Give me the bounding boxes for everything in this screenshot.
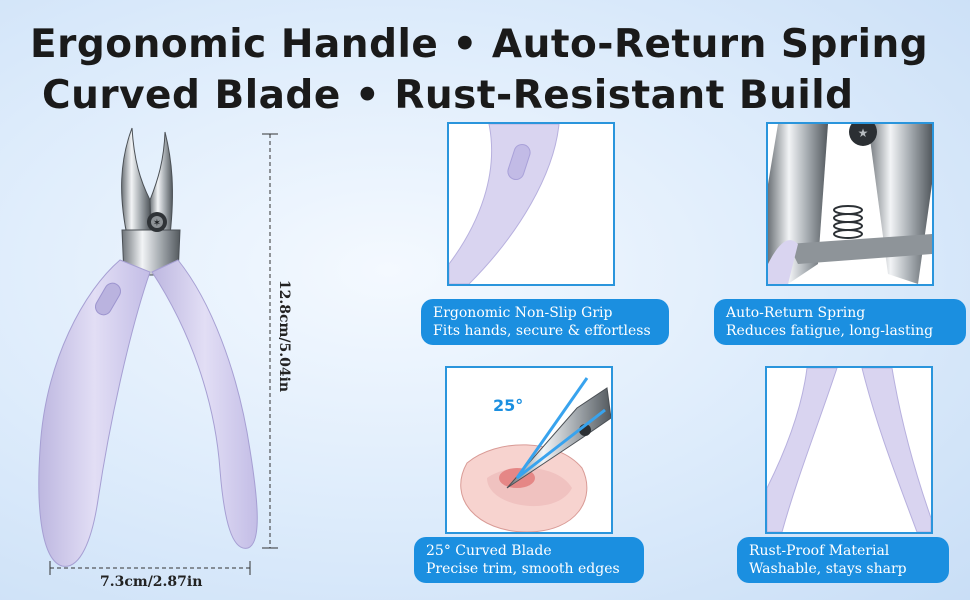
- feature-subtitle-spring: Reduces fatigue, long-lasting: [726, 323, 934, 339]
- feature-subtitle-grip: Fits hands, secure & effortless: [433, 323, 651, 339]
- feature-title-spring: Auto-Return Spring: [726, 305, 866, 321]
- clipper-blades: [121, 127, 181, 276]
- feature-title-blade: 25° Curved Blade: [426, 543, 552, 559]
- blade-detail-panel: 25°: [445, 366, 613, 534]
- grip-pad: [95, 282, 121, 316]
- headline-line-2: Curved Blade • Rust-Resistant Build: [42, 73, 854, 118]
- feature-caption-material: Rust-Proof Material Washable, stays shar…: [737, 537, 949, 583]
- pivot-screw-icon: ✶: [147, 212, 167, 232]
- spring-closeup-image: ★: [768, 124, 932, 284]
- width-dimension-label: 7.3cm/2.87in: [100, 574, 203, 590]
- svg-text:✶: ✶: [153, 218, 161, 229]
- feature-subtitle-blade: Precise trim, smooth edges: [426, 561, 620, 577]
- spring-detail-panel: ★: [766, 122, 934, 286]
- handle-closeup-image: [767, 368, 931, 532]
- height-dimension-label: 12.8cm/5.04in: [276, 279, 292, 393]
- feature-title-grip: Ergonomic Non-Slip Grip: [433, 305, 613, 321]
- width-dimension-line: [49, 561, 251, 575]
- material-detail-panel: [765, 366, 933, 534]
- feature-caption-grip: Ergonomic Non-Slip Grip Fits hands, secu…: [421, 299, 669, 345]
- feature-subtitle-material: Washable, stays sharp: [749, 561, 907, 577]
- grip-closeup-image: [449, 124, 560, 284]
- blade-closeup-image: [447, 368, 611, 532]
- feature-caption-blade: 25° Curved Blade Precise trim, smooth ed…: [414, 537, 644, 583]
- headline-line-1: Ergonomic Handle • Auto-Return Spring: [30, 22, 929, 67]
- grip-detail-panel: [447, 122, 615, 286]
- svg-text:★: ★: [858, 126, 869, 140]
- blade-angle-label: 25°: [493, 396, 524, 415]
- left-handle: [38, 259, 151, 567]
- feature-title-material: Rust-Proof Material: [749, 543, 890, 559]
- height-dimension-line: [262, 133, 278, 549]
- feature-caption-spring: Auto-Return Spring Reduces fatigue, long…: [714, 299, 966, 345]
- nail-clipper-illustration: ✶: [38, 127, 278, 575]
- right-handle: [151, 259, 258, 549]
